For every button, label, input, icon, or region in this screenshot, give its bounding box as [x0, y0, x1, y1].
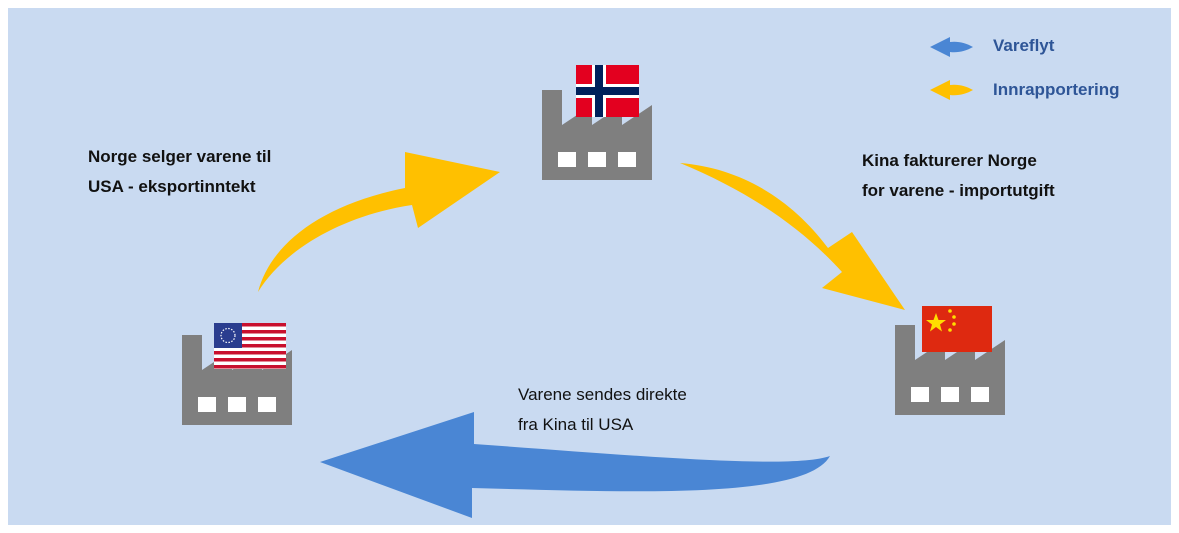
china-invoices-line1: Kina fakturerer Norge [862, 151, 1037, 170]
norway-factory [542, 65, 652, 180]
direct-shipping-label: Varene sendes direkte fra Kina til USA [518, 380, 687, 440]
legend-innrapportering-label: Innrapportering [993, 80, 1120, 99]
yellow-arrow-icon [930, 80, 973, 100]
norway-sells-line2: USA - eksportinntekt [88, 177, 256, 196]
direct-shipping-line2: fra Kina til USA [518, 415, 634, 434]
yellow-arrow-norway-to-china [680, 163, 905, 310]
direct-shipping-line1: Varene sendes direkte [518, 385, 687, 404]
norway-sells-label: Norge selger varene til USA - eksportinn… [88, 142, 271, 202]
china-invoices-label: Kina fakturerer Norge for varene - impor… [862, 146, 1055, 206]
norway-sells-line1: Norge selger varene til [88, 147, 272, 166]
china-flag-icon [922, 306, 992, 352]
norway-flag-icon [576, 65, 639, 117]
usa-factory [182, 323, 292, 425]
china-factory [895, 306, 1005, 415]
usa-flag-icon [214, 323, 286, 369]
blue-arrow-china-to-usa [320, 412, 830, 518]
yellow-arrow-usa-to-norway [258, 152, 500, 292]
legend-vareflyt-label: Vareflyt [993, 36, 1055, 55]
blue-arrow-icon [930, 37, 973, 57]
china-invoices-line2: for varene - importutgift [862, 181, 1055, 200]
